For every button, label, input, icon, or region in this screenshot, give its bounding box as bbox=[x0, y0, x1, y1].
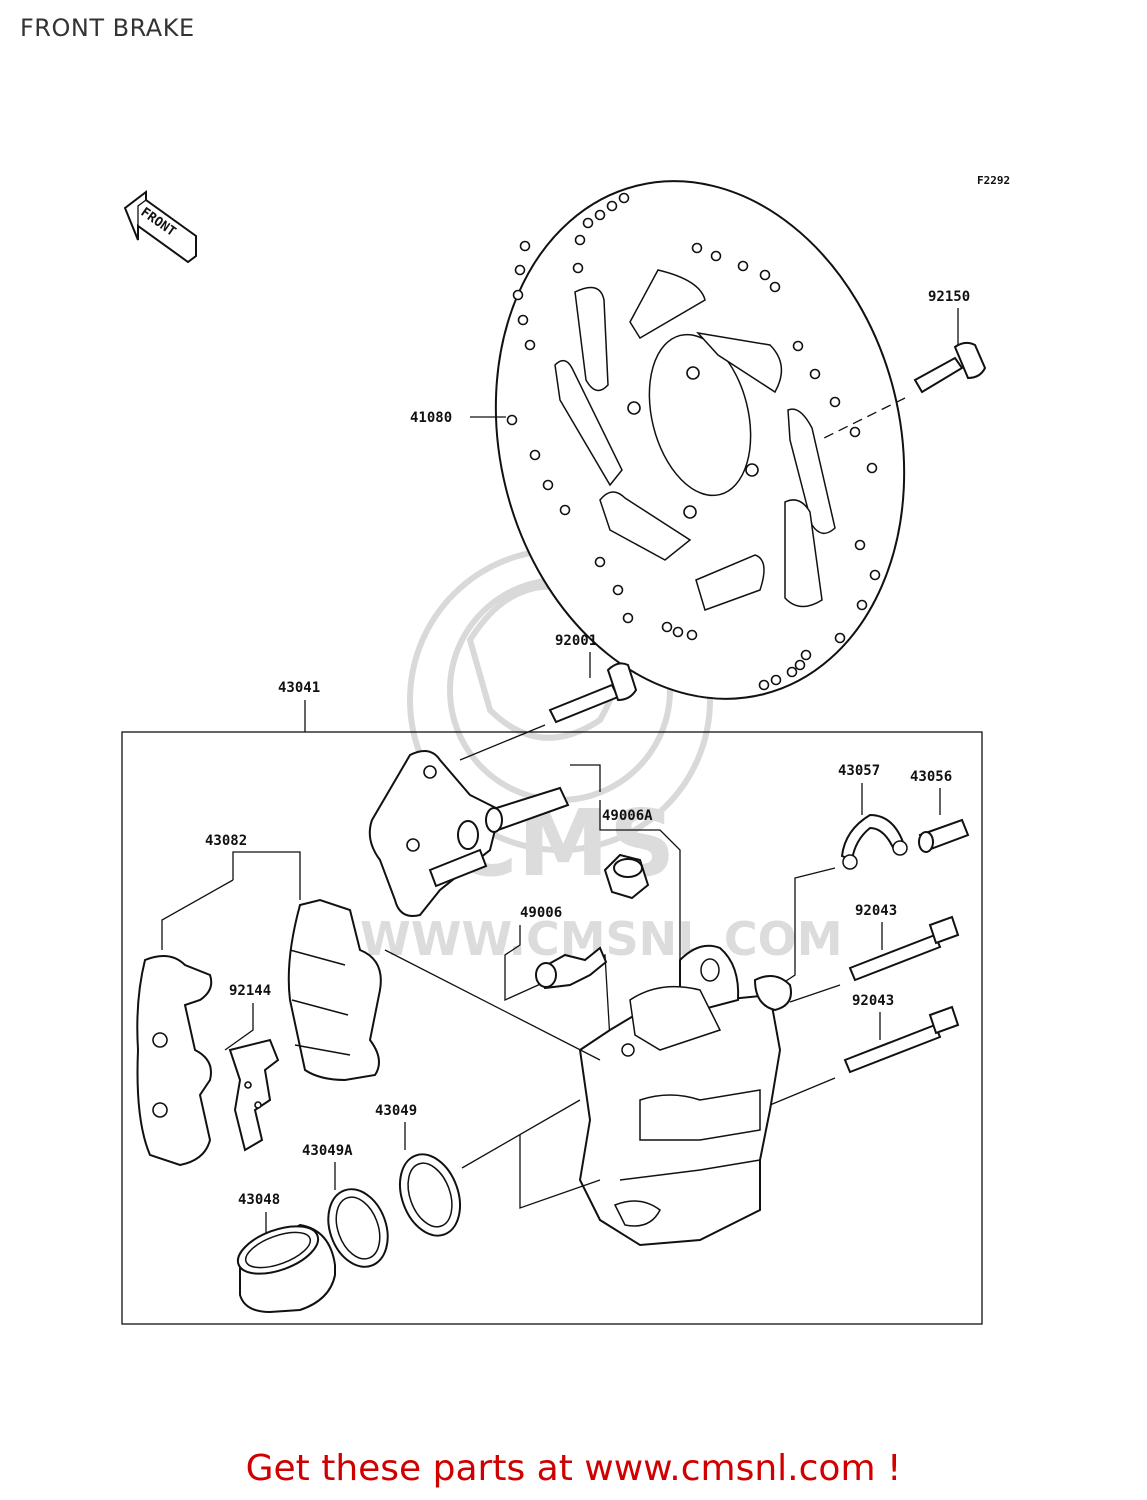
brake-pad-front bbox=[287, 898, 382, 1082]
piston-seal bbox=[399, 1153, 461, 1237]
label-43049A: 43049A bbox=[302, 1143, 353, 1159]
caliper-body bbox=[578, 944, 792, 1247]
disc-bolt bbox=[819, 308, 987, 441]
label-43056: 43056 bbox=[910, 769, 952, 785]
label-43041: 43041 bbox=[278, 680, 320, 696]
label-49006A: 49006A bbox=[602, 808, 653, 824]
brake-disc bbox=[494, 180, 906, 700]
label-43082: 43082 bbox=[205, 833, 247, 849]
pad-spring-clip bbox=[840, 813, 908, 870]
boot-49006A bbox=[603, 853, 650, 900]
label-49006: 49006 bbox=[520, 905, 562, 921]
page-title: FRONT BRAKE bbox=[20, 14, 195, 42]
label-41080: 41080 bbox=[410, 410, 452, 426]
front-direction-arrow: FRONT bbox=[123, 189, 197, 264]
mounting-bolt bbox=[548, 662, 638, 724]
caliper-assembly-frame bbox=[121, 731, 983, 1325]
label-43057: 43057 bbox=[838, 763, 880, 779]
disc-holes bbox=[506, 192, 881, 691]
pad-shim bbox=[228, 1038, 280, 1152]
label-43049: 43049 bbox=[375, 1103, 417, 1119]
footer-cta-link[interactable]: Get these parts at www.cmsnl.com ! bbox=[245, 1448, 902, 1489]
caliper-pin-lower bbox=[843, 1005, 960, 1074]
bleeder-valve bbox=[918, 818, 970, 853]
caliper-bracket bbox=[368, 750, 570, 917]
label-92001: 92001 bbox=[555, 633, 597, 649]
brake-pad-rear bbox=[136, 955, 213, 1167]
boot-49006 bbox=[535, 946, 608, 990]
brake-piston bbox=[236, 1223, 336, 1314]
label-92043-upper: 92043 bbox=[855, 903, 897, 919]
label-92144: 92144 bbox=[229, 983, 271, 999]
caliper-pin-upper bbox=[848, 915, 960, 982]
label-92150: 92150 bbox=[928, 289, 970, 305]
label-92043-lower: 92043 bbox=[852, 993, 894, 1009]
figure-code: F2292 bbox=[977, 174, 1010, 187]
label-43048: 43048 bbox=[238, 1192, 280, 1208]
dust-seal bbox=[327, 1188, 389, 1268]
